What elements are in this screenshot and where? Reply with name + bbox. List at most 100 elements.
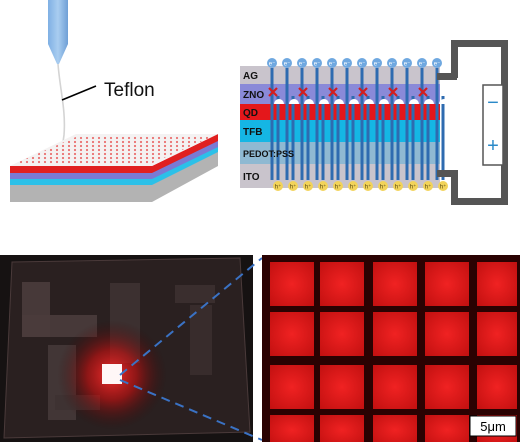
layer-qd bbox=[240, 104, 440, 120]
panel-a-tip-sample: Teflon bbox=[10, 0, 218, 202]
hole-symbol: h⁺ bbox=[290, 184, 297, 191]
panel-c-device-photo bbox=[0, 255, 253, 442]
hole-symbol: h⁺ bbox=[320, 184, 327, 191]
layer-label: ZNO bbox=[243, 90, 264, 101]
electron-dot bbox=[417, 58, 427, 68]
electron-symbol: e⁻ bbox=[299, 62, 306, 68]
pixel-square bbox=[270, 262, 314, 306]
electron-column bbox=[330, 68, 334, 180]
electrode-pad-5 bbox=[175, 285, 215, 303]
recombination-bump bbox=[274, 99, 284, 104]
pixel-square bbox=[425, 262, 469, 306]
electron-column bbox=[435, 68, 439, 180]
hole-dot bbox=[273, 181, 283, 191]
electron-column bbox=[285, 68, 289, 180]
electron-symbol: e⁻ bbox=[314, 62, 321, 68]
pixel-square bbox=[373, 312, 417, 356]
substrate-side-purple bbox=[10, 140, 218, 179]
hole-dot bbox=[318, 181, 328, 191]
pixel-square bbox=[425, 312, 469, 356]
electron-column bbox=[345, 68, 349, 180]
recombination-bump bbox=[304, 99, 314, 104]
pixel-square bbox=[320, 365, 364, 409]
recombination-bump bbox=[409, 99, 419, 104]
layer-label: PEDOT:PSS bbox=[243, 149, 294, 159]
hole-column bbox=[426, 96, 430, 180]
emission-square bbox=[102, 364, 122, 384]
electron-column bbox=[420, 68, 424, 180]
electron-dot bbox=[402, 58, 412, 68]
hole-symbol: h⁺ bbox=[410, 184, 417, 191]
blocked-x-mark bbox=[298, 87, 308, 97]
recombination-bump bbox=[394, 99, 404, 104]
electron-dot bbox=[327, 58, 337, 68]
teflon-pointer-line bbox=[61, 85, 97, 101]
blocked-x-mark bbox=[388, 87, 398, 97]
blocked-x-mark bbox=[418, 87, 428, 97]
hole-dot bbox=[348, 181, 358, 191]
pixel-square bbox=[270, 365, 314, 409]
electron-column bbox=[375, 68, 379, 180]
hole-column bbox=[336, 96, 340, 180]
probe-shank bbox=[48, 0, 68, 44]
hole-column bbox=[276, 96, 280, 180]
electron-dot bbox=[267, 58, 277, 68]
hole-symbol: h⁺ bbox=[365, 184, 372, 191]
electron-dot bbox=[372, 58, 382, 68]
battery bbox=[482, 84, 504, 166]
battery-minus-sign: − bbox=[487, 92, 499, 114]
pixel-square bbox=[270, 415, 314, 442]
substrate-side-cyan bbox=[10, 145, 218, 185]
scale-bar-box bbox=[469, 415, 517, 437]
battery-plus-sign: + bbox=[487, 135, 499, 157]
blocked-x-mark bbox=[328, 87, 338, 97]
pixel-square bbox=[320, 262, 364, 306]
electron-symbol: e⁻ bbox=[374, 62, 381, 68]
electron-column bbox=[270, 68, 274, 180]
pixel-square bbox=[270, 312, 314, 356]
electron-column bbox=[315, 68, 319, 180]
layer-ag bbox=[240, 66, 440, 84]
electrode-pad-2 bbox=[22, 315, 97, 337]
pixel-square bbox=[320, 312, 364, 356]
zoom-line-bottom bbox=[119, 379, 263, 441]
blocked-x-mark bbox=[268, 87, 278, 97]
hole-symbol: h⁺ bbox=[335, 184, 342, 191]
electron-dot bbox=[312, 58, 322, 68]
pixel-square bbox=[477, 365, 517, 409]
electron-symbol: e⁻ bbox=[329, 62, 336, 68]
hole-dot bbox=[408, 181, 418, 191]
hole-symbol: h⁺ bbox=[440, 184, 447, 191]
hole-symbol: h⁺ bbox=[380, 184, 387, 191]
electrode-pad-6 bbox=[190, 305, 212, 375]
probe-cone bbox=[48, 44, 68, 64]
hole-dot bbox=[303, 181, 313, 191]
hole-column bbox=[441, 96, 445, 180]
electron-symbol: e⁻ bbox=[344, 62, 351, 68]
substrate-top-dots bbox=[14, 136, 214, 164]
hole-dot bbox=[363, 181, 373, 191]
electron-dot bbox=[387, 58, 397, 68]
layer-label: QD bbox=[243, 108, 258, 119]
hole-column bbox=[411, 96, 415, 180]
electron-symbol: e⁻ bbox=[284, 62, 291, 68]
pixel-square bbox=[477, 312, 517, 356]
electron-dot bbox=[297, 58, 307, 68]
hole-dot bbox=[378, 181, 388, 191]
electron-dot bbox=[357, 58, 367, 68]
electron-symbol: e⁻ bbox=[419, 62, 426, 68]
electron-dot bbox=[282, 58, 292, 68]
hole-column bbox=[306, 96, 310, 180]
hole-column bbox=[366, 96, 370, 180]
blocked-x-mark bbox=[358, 87, 368, 97]
panel-b-device-stack: e⁻e⁻e⁻e⁻e⁻e⁻e⁻e⁻e⁻e⁻e⁻e⁻ h⁺h⁺h⁺h⁺h⁺h⁺h⁺h… bbox=[240, 40, 508, 205]
recombination-bump bbox=[334, 99, 344, 104]
electron-column bbox=[405, 68, 409, 180]
substrate-side-red bbox=[10, 134, 218, 173]
layer-pedot-pss bbox=[240, 142, 440, 164]
hole-symbol: h⁺ bbox=[305, 184, 312, 191]
circuit-wire bbox=[437, 40, 508, 205]
electron-symbol: e⁻ bbox=[389, 62, 396, 68]
electron-column bbox=[390, 68, 394, 180]
electron-column bbox=[300, 68, 304, 180]
